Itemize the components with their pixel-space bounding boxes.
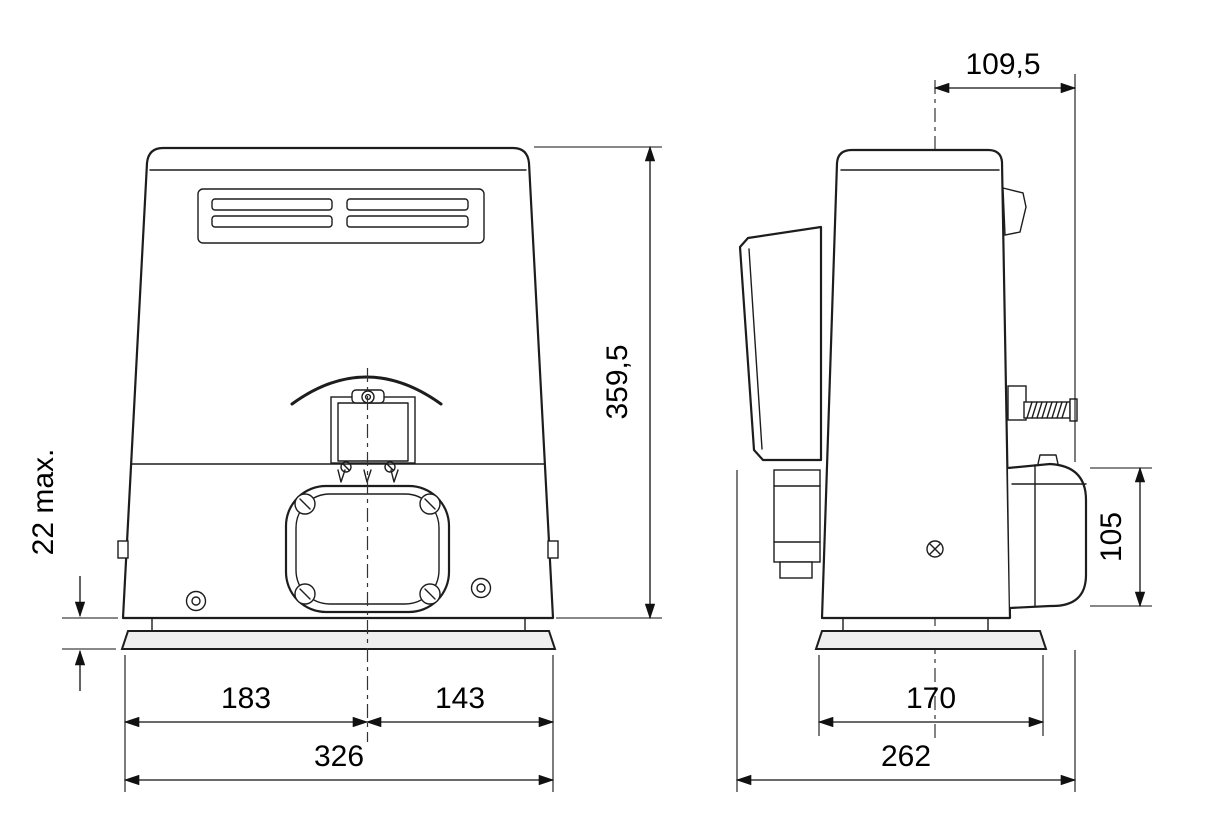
dim-label-left-to-center: 183: [221, 682, 271, 715]
side-body-outline: [820, 148, 1012, 620]
dim-label-base-depth: 170: [906, 682, 956, 715]
front-left-side-tab: [117, 540, 129, 559]
side-center-screw: [926, 540, 944, 558]
front-vent-grille: [197, 188, 485, 244]
dim-label-front-height: 359,5: [601, 344, 634, 419]
side-top-bracket: [1002, 187, 1027, 236]
side-threaded-rod: [1007, 385, 1078, 422]
dim-side-motor-height: 105: [1090, 466, 1152, 608]
dim-label-center-to-rack: 109,5: [965, 48, 1040, 81]
dim-front-bottom: 183 143 326: [123, 655, 555, 792]
side-motor-cover: [1007, 454, 1088, 610]
side-view-drawing: [738, 80, 1088, 742]
dim-label-ground-clearance: 22 max.: [27, 449, 60, 556]
dim-label-motor-height: 105: [1095, 512, 1128, 562]
dim-label-overall-depth: 262: [881, 740, 931, 773]
side-gear-housing: [773, 469, 821, 579]
release-lever-swing-arc: [290, 375, 443, 406]
front-right-side-tab: [547, 540, 559, 559]
dim-front-ground-clearance: 22 max.: [27, 449, 118, 691]
dim-side-bottom: 170 262: [735, 470, 1077, 792]
front-body-outline: [121, 146, 555, 620]
front-base-plate: [120, 630, 557, 650]
dim-label-center-to-right: 143: [435, 682, 485, 715]
dim-front-height: 359,5: [534, 145, 662, 620]
dim-label-overall-width: 326: [314, 740, 364, 773]
dim-side-top: 109,5: [933, 48, 1077, 462]
side-front-panel: [738, 225, 823, 462]
front-corner-screws: [185, 577, 492, 612]
side-base-plate: [814, 630, 1048, 650]
front-view-drawing: [117, 146, 559, 742]
release-lever-housing: [330, 389, 416, 473]
